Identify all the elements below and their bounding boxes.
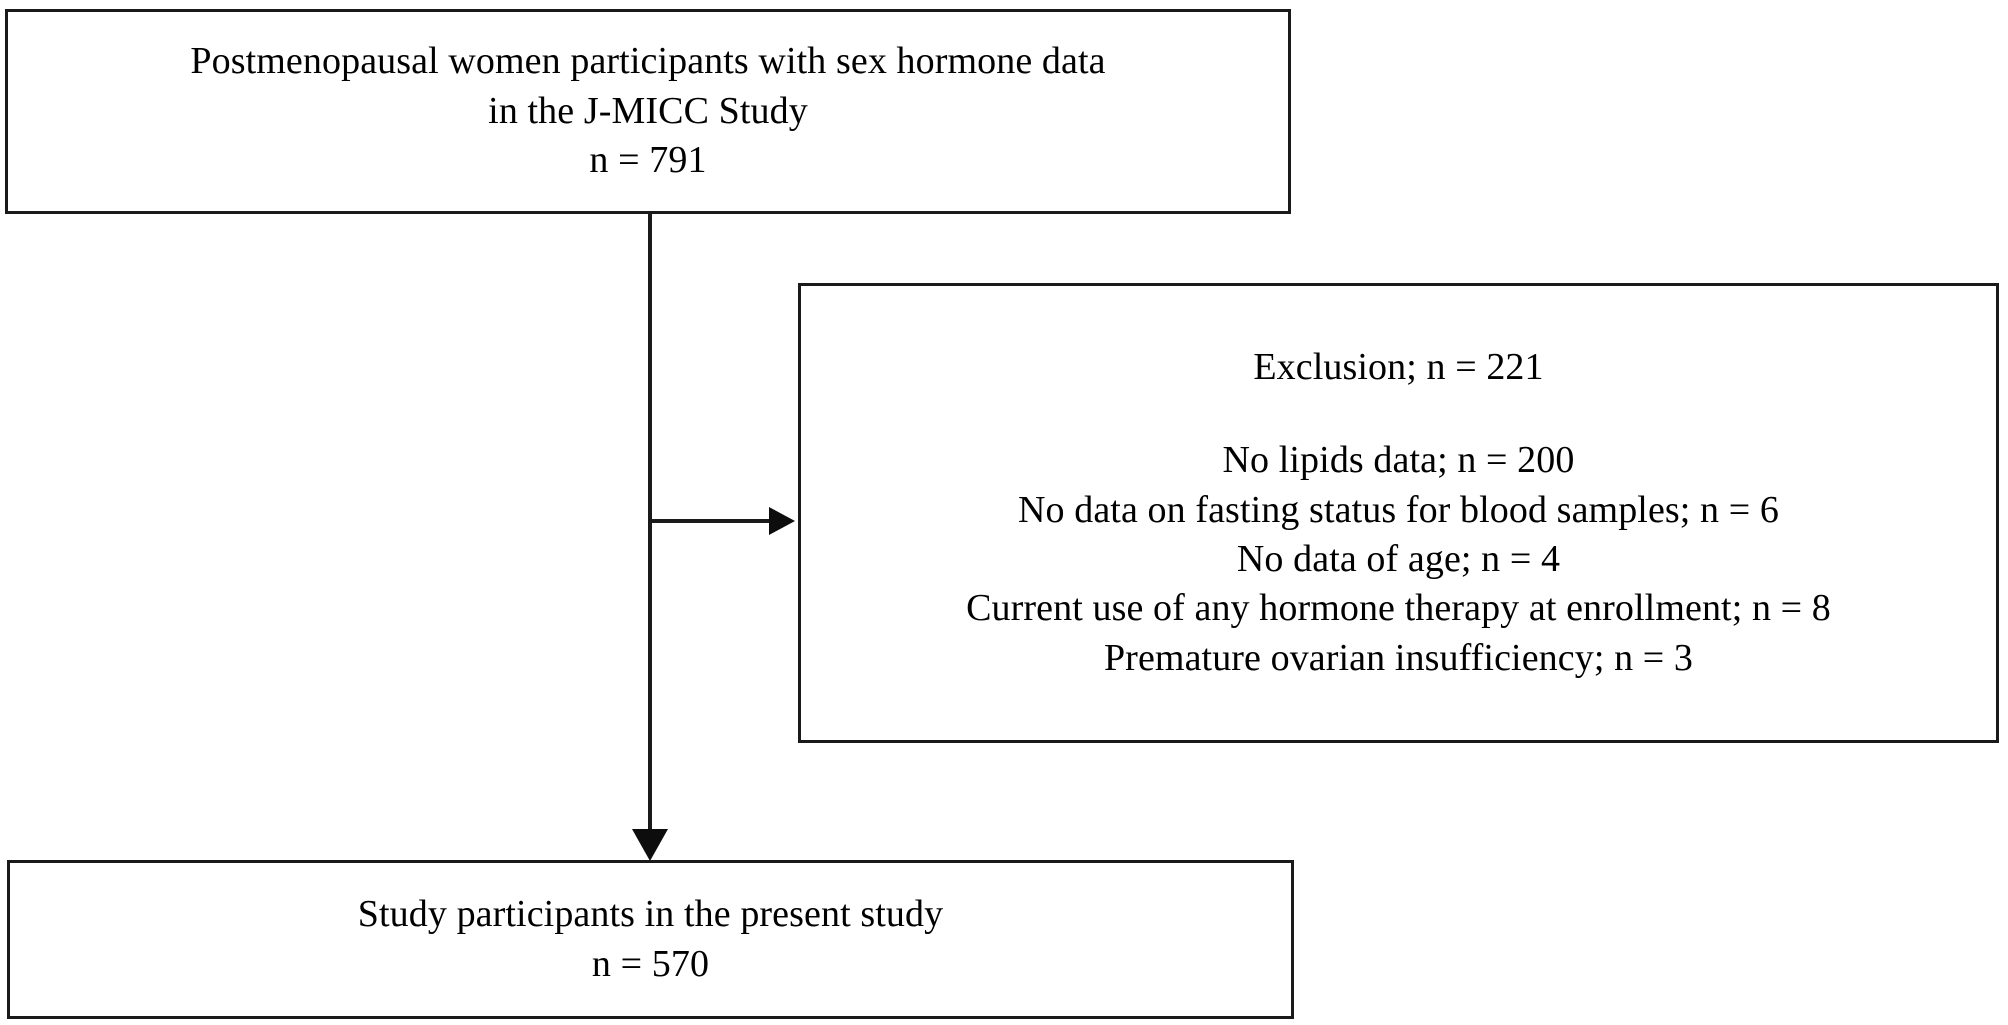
exclusion-heading: Exclusion; n = 221 [1253, 345, 1544, 388]
source-population-line-1: Postmenopausal women participants with s… [190, 40, 1106, 83]
exclusion-reason-no-lipids-data: No lipids data; n = 200 [1222, 439, 1575, 482]
source-population-count: n = 791 [589, 139, 707, 182]
final-sample-box: Study participants in the present study … [7, 860, 1294, 1019]
final-sample-line-1: Study participants in the present study [357, 893, 944, 936]
source-population-box: Postmenopausal women participants with s… [5, 9, 1291, 214]
source-population-line-2: in the J-MICC Study [488, 89, 808, 132]
exclusion-reason-no-age: No data of age; n = 4 [1236, 538, 1561, 580]
right-arrowhead-icon [769, 507, 795, 535]
exclusion-box: Exclusion; n = 221 No lipids data; n = 2… [798, 283, 1999, 743]
exclusion-reason-hormone-therapy: Current use of any hormone therapy at en… [966, 587, 1831, 630]
down-arrowhead-icon [632, 829, 668, 861]
exclusion-reason-premature-ovarian-insufficiency: Premature ovarian insufficiency; n = 3 [1103, 636, 1694, 679]
exclusion-reason-no-fasting-status: No data on fasting status for blood samp… [1018, 488, 1779, 531]
final-sample-count: n = 570 [591, 942, 710, 985]
